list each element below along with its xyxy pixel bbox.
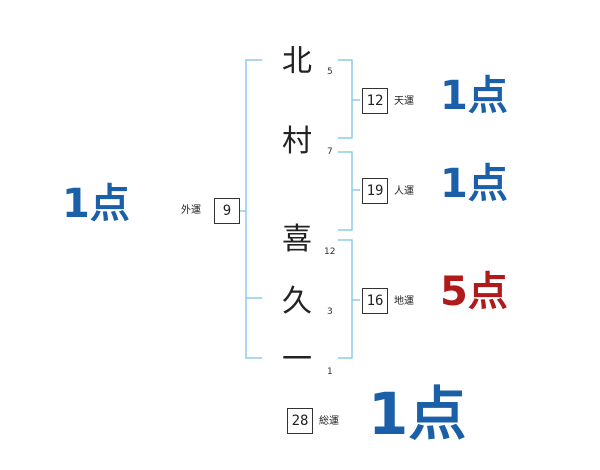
- ten-score: 1点: [440, 73, 508, 119]
- total-score: 1点: [368, 380, 467, 448]
- ten-bracket: [338, 59, 353, 139]
- jin-label: 人運: [394, 186, 414, 197]
- name-char-1: 北: [282, 44, 312, 79]
- jin-value-box: 19: [362, 178, 388, 204]
- total-label: 総運: [319, 416, 339, 427]
- name-char-4: 久: [282, 284, 312, 319]
- stroke-count-3: 12: [324, 247, 336, 257]
- stroke-count-4: 3: [327, 307, 333, 317]
- chi-bracket: [338, 239, 353, 359]
- ten-value-box: 12: [362, 88, 388, 114]
- gai-label: 外運: [181, 205, 201, 216]
- stroke-count-1: 5: [327, 67, 333, 77]
- name-char-3: 喜: [282, 222, 312, 257]
- stroke-count-5: 1: [327, 367, 333, 377]
- ten-label: 天運: [394, 96, 414, 107]
- outer-bracket: [245, 59, 262, 359]
- gai-value-box: 9: [214, 198, 240, 224]
- name-char-2: 村: [282, 124, 312, 159]
- jin-bracket: [338, 151, 353, 231]
- name-char-5: 一: [282, 342, 312, 377]
- gai-score: 1点: [62, 181, 130, 227]
- chi-score: 5点: [440, 269, 508, 315]
- stroke-count-2: 7: [327, 147, 333, 157]
- jin-score: 1点: [440, 161, 508, 207]
- chi-label: 地運: [394, 296, 414, 307]
- total-value-box: 28: [287, 408, 313, 434]
- chi-value-box: 16: [362, 288, 388, 314]
